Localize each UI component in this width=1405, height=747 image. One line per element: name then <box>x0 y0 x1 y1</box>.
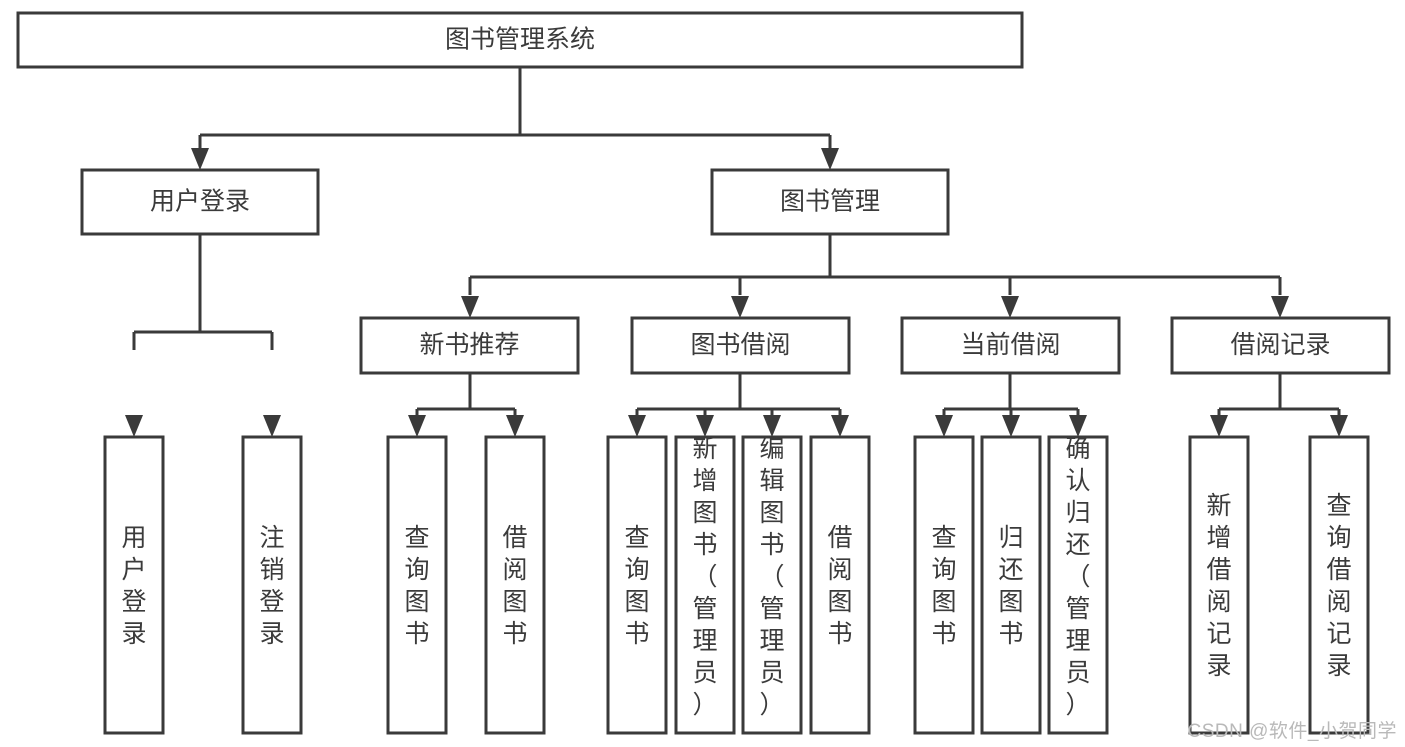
node-leaf-user-login[interactable]: 用户登录 <box>103 435 165 735</box>
node-leaf-borrow-book-1-box[interactable] <box>484 435 546 735</box>
node-leaf-user-login-label: 用户登录 <box>121 524 146 648</box>
arrow-head-icon <box>263 415 281 437</box>
node-leaf-query-book-3[interactable]: 查询图书 <box>913 435 975 735</box>
node-leaf-add-borrow-record-label: 新增借阅记录 <box>1206 492 1231 680</box>
node-leaf-borrow-book-2[interactable]: 借阅图书 <box>809 435 871 735</box>
node-leaf-logout-login-label: 注销登录 <box>259 524 284 648</box>
node-root-box[interactable] <box>16 11 1024 69</box>
arrow-head-icon <box>763 415 781 437</box>
node-borrow-record-label: 借阅记录 <box>1230 331 1330 359</box>
node-user-login[interactable]: 用户登录 <box>80 168 320 236</box>
arrow-head-icon <box>831 415 849 437</box>
arrow-head-icon <box>125 415 143 437</box>
node-leaf-confirm-return-admin-label: 确认归还（管理员） <box>1065 435 1090 719</box>
node-current-borrow-box[interactable] <box>900 316 1121 375</box>
node-book-management[interactable]: 图书管理 <box>710 168 950 236</box>
arrow-head-icon <box>461 296 479 318</box>
node-current-borrow[interactable]: 当前借阅 <box>900 316 1121 375</box>
node-book-borrow-box[interactable] <box>630 316 851 375</box>
node-leaf-return-book[interactable]: 归还图书 <box>980 435 1042 735</box>
node-leaf-query-book-2-box[interactable] <box>606 435 668 735</box>
node-leaf-query-borrow-record[interactable]: 查询借阅记录 <box>1308 435 1370 735</box>
node-leaf-logout-login-box[interactable] <box>241 435 303 735</box>
arrow-head-icon <box>1210 415 1228 437</box>
node-leaf-user-login-box[interactable] <box>103 435 165 735</box>
node-leaf-add-book-admin-label: 新增图书（管理员） <box>692 435 717 719</box>
arrow-head-icon <box>506 415 524 437</box>
arrow-head-icon <box>1271 296 1289 318</box>
arrow-head-icon <box>731 296 749 318</box>
node-leaf-add-book-admin-box[interactable] <box>674 435 736 735</box>
arrow-head-icon <box>935 415 953 437</box>
arrow-head-icon <box>191 148 209 170</box>
arrow-head-icon <box>1069 415 1087 437</box>
node-leaf-edit-book-admin-label: 编辑图书（管理员） <box>759 435 784 719</box>
node-leaf-query-book-3-label: 查询图书 <box>931 524 956 648</box>
node-new-book-recommend-label: 新书推荐 <box>419 331 519 359</box>
node-user-login-box[interactable] <box>80 168 320 236</box>
node-leaf-return-book-label: 归还图书 <box>998 524 1023 648</box>
arrow-head-icon <box>1330 415 1348 437</box>
node-leaf-query-book-2[interactable]: 查询图书 <box>606 435 668 735</box>
node-leaf-edit-book-admin[interactable]: 编辑图书（管理员） <box>741 435 803 735</box>
nodes-layer: 图书管理系统用户登录图书管理新书推荐图书借阅当前借阅借阅记录用户登录注销登录查询… <box>16 11 1391 735</box>
edges-layer <box>125 67 1348 437</box>
node-leaf-borrow-book-2-box[interactable] <box>809 435 871 735</box>
arrow-head-icon <box>1001 296 1019 318</box>
node-user-login-label: 用户登录 <box>150 188 250 216</box>
node-leaf-query-book-1-box[interactable] <box>386 435 448 735</box>
node-root-label: 图书管理系统 <box>445 26 595 54</box>
node-new-book-recommend[interactable]: 新书推荐 <box>359 316 580 375</box>
node-current-borrow-label: 当前借阅 <box>960 331 1060 359</box>
node-leaf-borrow-book-2-label: 借阅图书 <box>827 524 852 648</box>
node-leaf-query-book-3-box[interactable] <box>913 435 975 735</box>
node-leaf-borrow-book-1[interactable]: 借阅图书 <box>484 435 546 735</box>
node-leaf-confirm-return-admin[interactable]: 确认归还（管理员） <box>1047 435 1109 735</box>
node-book-management-box[interactable] <box>710 168 950 236</box>
node-book-borrow-label: 图书借阅 <box>690 331 790 359</box>
watermark-text: CSDN @软件_小贺同学 <box>1187 721 1397 742</box>
node-new-book-recommend-box[interactable] <box>359 316 580 375</box>
node-leaf-query-book-1[interactable]: 查询图书 <box>386 435 448 735</box>
node-root[interactable]: 图书管理系统 <box>16 11 1024 69</box>
arrow-head-icon <box>821 148 839 170</box>
node-leaf-confirm-return-admin-box[interactable] <box>1047 435 1109 735</box>
node-leaf-add-book-admin[interactable]: 新增图书（管理员） <box>674 435 736 735</box>
arrow-head-icon <box>1002 415 1020 437</box>
node-leaf-query-book-1-label: 查询图书 <box>404 524 429 648</box>
node-leaf-query-borrow-record-box[interactable] <box>1308 435 1370 735</box>
node-book-borrow[interactable]: 图书借阅 <box>630 316 851 375</box>
node-borrow-record-box[interactable] <box>1170 316 1391 375</box>
node-borrow-record[interactable]: 借阅记录 <box>1170 316 1391 375</box>
node-leaf-add-borrow-record-box[interactable] <box>1188 435 1250 735</box>
arrow-head-icon <box>628 415 646 437</box>
arrow-head-icon <box>408 415 426 437</box>
node-book-management-label: 图书管理 <box>780 188 880 216</box>
node-leaf-logout-login[interactable]: 注销登录 <box>241 435 303 735</box>
node-leaf-query-borrow-record-label: 查询借阅记录 <box>1326 492 1351 680</box>
node-leaf-edit-book-admin-box[interactable] <box>741 435 803 735</box>
node-leaf-query-book-2-label: 查询图书 <box>624 524 649 648</box>
node-leaf-borrow-book-1-label: 借阅图书 <box>502 524 527 648</box>
node-leaf-add-borrow-record[interactable]: 新增借阅记录 <box>1188 435 1250 735</box>
node-leaf-return-book-box[interactable] <box>980 435 1042 735</box>
arrow-head-icon <box>696 415 714 437</box>
